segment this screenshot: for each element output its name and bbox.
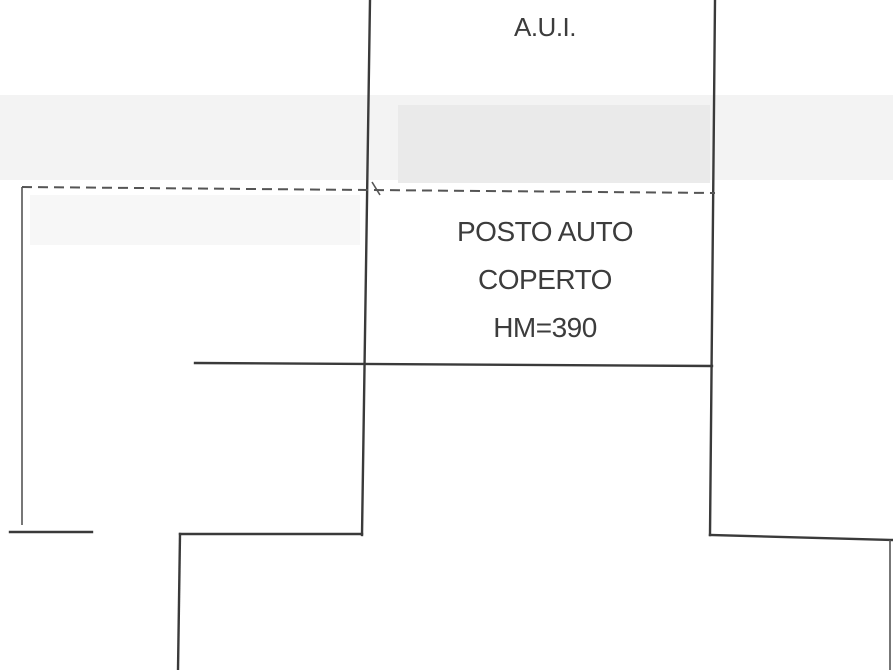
room-label-aul: A.U.I. <box>513 12 577 42</box>
wall-posto-auto-bottom <box>193 361 714 368</box>
posto-auto-line-1: POSTO AUTO <box>456 216 634 247</box>
posto-auto-line-3: HM=390 <box>493 312 597 343</box>
beam-marker <box>371 181 381 196</box>
room-label-posto-auto: POSTO AUTO COPERTO HM=390 <box>400 208 690 352</box>
scan-haze-left <box>30 195 360 245</box>
wall-step-vertical <box>176 532 182 670</box>
dashed-beam-line <box>21 186 716 194</box>
wall-center-right <box>708 0 717 537</box>
wall-right-bottom <box>708 533 893 542</box>
posto-auto-line-2: COPERTO <box>478 264 612 295</box>
scan-haze-room <box>398 105 710 183</box>
wall-center-left <box>360 0 372 537</box>
